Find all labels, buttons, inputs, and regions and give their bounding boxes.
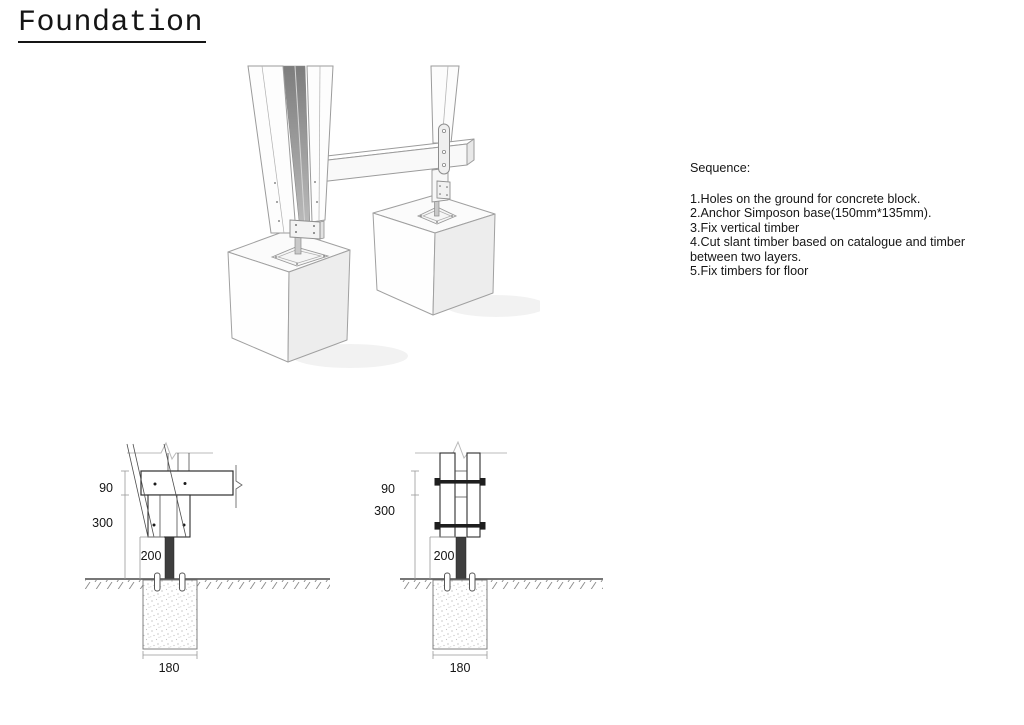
- dim-label-90: 90: [381, 482, 395, 496]
- ground-hatch: [85, 580, 143, 589]
- beam-break-symbol: [235, 465, 243, 508]
- concrete-footing: [142, 579, 198, 650]
- anchor-bolt: [469, 572, 476, 592]
- detail-right: 90 300 200 180: [374, 440, 603, 675]
- timber-post-cluster: [247, 65, 334, 234]
- connector-plate-left: [289, 219, 325, 240]
- anchor-rod-right: [434, 199, 440, 217]
- timber-post-side: [466, 452, 481, 538]
- concrete-block-left: [227, 229, 351, 363]
- dim-label-200: 200: [434, 549, 455, 563]
- timber-post: [147, 494, 191, 538]
- dim-label-200: 200: [141, 549, 162, 563]
- detail-left: 90 300 200 180: [85, 441, 330, 675]
- sequence-step: 3.Fix vertical timber: [690, 220, 800, 235]
- page-title: Foundation: [18, 6, 207, 43]
- dimension-lines: [121, 470, 198, 659]
- break-line: [415, 440, 507, 459]
- dimension-lines: [411, 470, 488, 659]
- dim-label-300: 300: [92, 516, 113, 530]
- bolt-dot: [183, 482, 187, 485]
- sequence-heading: Sequence:: [690, 161, 751, 175]
- steel-rod: [455, 536, 467, 580]
- anchor-bolt: [179, 572, 186, 592]
- steel-rod: [164, 536, 175, 580]
- slant-timber-lines: [126, 443, 187, 538]
- center-post-lines: [455, 470, 467, 498]
- bracket-plate-right: [436, 180, 451, 200]
- ground-hatch: [197, 580, 330, 589]
- dim-label-90: 90: [99, 481, 113, 495]
- sequence-step: 4.Cut slant timber based on catalogue an…: [690, 235, 966, 264]
- isometric-drawing: [227, 65, 540, 368]
- concrete-footing: [432, 579, 488, 650]
- sequence-step: 1.Holes on the ground for concrete block…: [690, 191, 921, 206]
- ground-hatch: [400, 580, 433, 589]
- timber-beam: [140, 470, 234, 496]
- anchor-bolt: [444, 572, 451, 592]
- dim-label-180: 180: [159, 661, 180, 675]
- sequence-panel: Sequence: 1.Holes on the ground for conc…: [690, 161, 982, 279]
- steel-strap: [438, 123, 450, 175]
- through-bolt: [434, 478, 486, 486]
- base-plate-left: [270, 246, 330, 267]
- bolt-dot: [153, 482, 157, 486]
- bolt-dot: [152, 523, 156, 527]
- through-bolt: [434, 522, 486, 530]
- concrete-block-right: [372, 194, 496, 316]
- detail-drawings: 90 300 200 180: [85, 440, 603, 675]
- anchor-bolt: [154, 572, 161, 592]
- sequence-step: 5.Fix timbers for floor: [690, 264, 809, 278]
- dim-label-180: 180: [450, 661, 471, 675]
- dim-label-300: 300: [374, 504, 395, 518]
- ground-hatch: [487, 580, 603, 589]
- post-board-lines: [159, 495, 178, 537]
- break-line: [127, 441, 213, 461]
- anchor-rod-left: [294, 235, 302, 255]
- sequence-step: 2.Anchor Simposon base(150mm*135mm).: [690, 206, 932, 220]
- timber-beam-3d: [310, 138, 475, 184]
